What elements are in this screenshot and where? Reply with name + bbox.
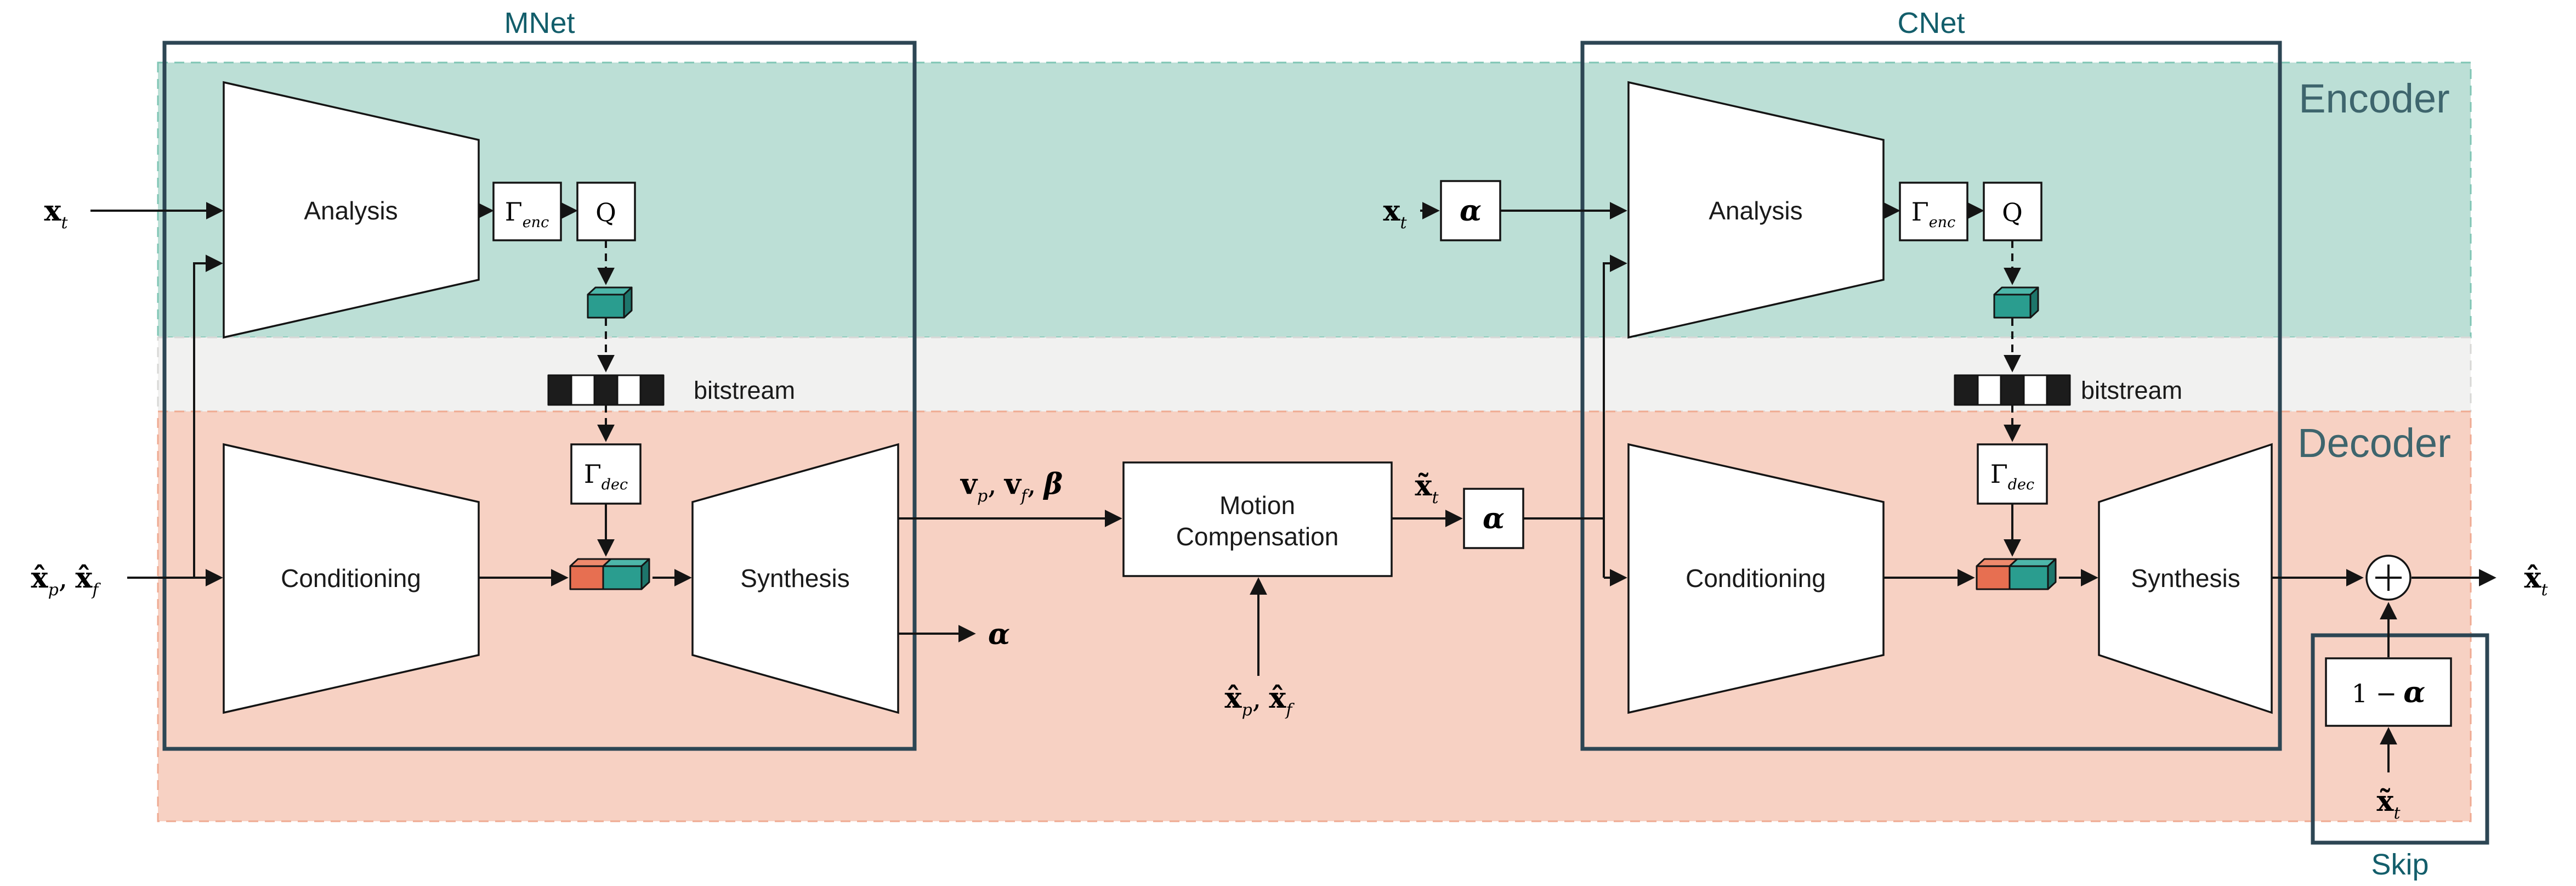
cnet-synthesis-block <box>2098 443 2273 714</box>
wire-cond-branch-to-manalysis <box>193 255 223 578</box>
cnet-analysis-label: Analysis <box>1709 196 1802 225</box>
motion-compensation-label-line2: Compensation <box>1176 522 1339 551</box>
bitstream-band <box>157 336 2472 413</box>
alpha-scale-box <box>1463 488 1524 549</box>
mnet-analysis-label: Analysis <box>304 196 398 225</box>
mnet-synthesis-label: Synthesis <box>740 564 849 592</box>
motion-compensation-ref-label: x̂p,x̂f <box>1225 681 1295 720</box>
encoder-band-label: Encoder <box>2299 76 2450 121</box>
mnet-gamma-dec-box <box>570 443 642 505</box>
decoder-band-label: Decoder <box>2297 420 2451 466</box>
cnet-input-xt-label: xt <box>1383 194 1407 233</box>
mnet-encoder-latent-cube <box>587 286 633 319</box>
cnet-bitstream-bar <box>1954 374 2071 406</box>
adder-circle-plus <box>2365 555 2412 601</box>
mnet-synthesis-block <box>691 443 899 714</box>
cnet-label: CNet <box>1897 7 1965 39</box>
cnet-encoder-latent-cube <box>1993 286 2039 319</box>
mnet-label: MNet <box>504 7 575 39</box>
mnet-input-xt-label: xt <box>44 194 68 233</box>
mnet-gamma-enc-label: Γenc <box>505 197 549 231</box>
motion-vectors-label: vp,vf,β <box>960 467 1063 506</box>
cnet-bitstream-label: bitstream <box>2081 376 2182 404</box>
mnet-quantizer-label: Q <box>595 197 616 227</box>
mnet-conditioning-block <box>223 443 480 714</box>
skip-xtilde-label: x̃t <box>2376 785 2401 823</box>
skip-label: Skip <box>2371 848 2429 881</box>
skip-box <box>2311 633 2489 845</box>
mnet-decoder-latent-cubes <box>569 558 650 590</box>
prediction-xtilde-label: x̃t <box>1415 469 1439 507</box>
output-xhat-label: x̂t <box>2524 561 2548 600</box>
mnet-gamma-dec-label: Γdec <box>584 459 628 493</box>
alpha-input-label: α <box>1460 194 1482 228</box>
mnet-input-ref-label: x̂p,x̂f <box>31 561 101 600</box>
alpha-input-box <box>1440 180 1501 241</box>
mnet-bitstream-bar <box>547 374 665 406</box>
cnet-gamma-dec-box <box>1977 443 2048 505</box>
one-minus-alpha-box <box>2325 657 2452 727</box>
cnet-gamma-dec-label: Γdec <box>1990 459 2034 493</box>
cnet-gamma-enc-label: Γenc <box>1911 197 1955 231</box>
cnet-analysis-block <box>1627 81 1885 339</box>
cnet-gamma-enc-box <box>1899 182 1968 241</box>
cnet-box <box>1580 41 2282 751</box>
cnet-quantizer-label: Q <box>2002 197 2023 227</box>
mnet-analysis-block <box>223 81 480 339</box>
cnet-conditioning-block <box>1627 443 1885 714</box>
wire-junction-to-canalysis <box>1603 255 1627 578</box>
mnet-box <box>162 41 917 751</box>
motion-compensation-label-line1: Motion <box>1219 491 1295 520</box>
cnet-quantizer-box <box>1983 182 2042 241</box>
mnet-conditioning-label: Conditioning <box>281 564 421 592</box>
cnet-conditioning-label: Conditioning <box>1686 564 1826 592</box>
cnet-decoder-latent-cubes <box>1976 558 2057 590</box>
alpha-scale-label: α <box>1483 502 1505 535</box>
motion-compensation-box <box>1122 461 1393 577</box>
one-minus-alpha-label: 1 −α <box>2352 676 2425 709</box>
mnet-quantizer-box <box>576 182 636 241</box>
cnet-synthesis-label: Synthesis <box>2131 564 2240 592</box>
mnet-gamma-enc-box <box>492 182 562 241</box>
mnet-alpha-out-label: α <box>988 618 1010 651</box>
mnet-bitstream-label: bitstream <box>694 376 795 404</box>
